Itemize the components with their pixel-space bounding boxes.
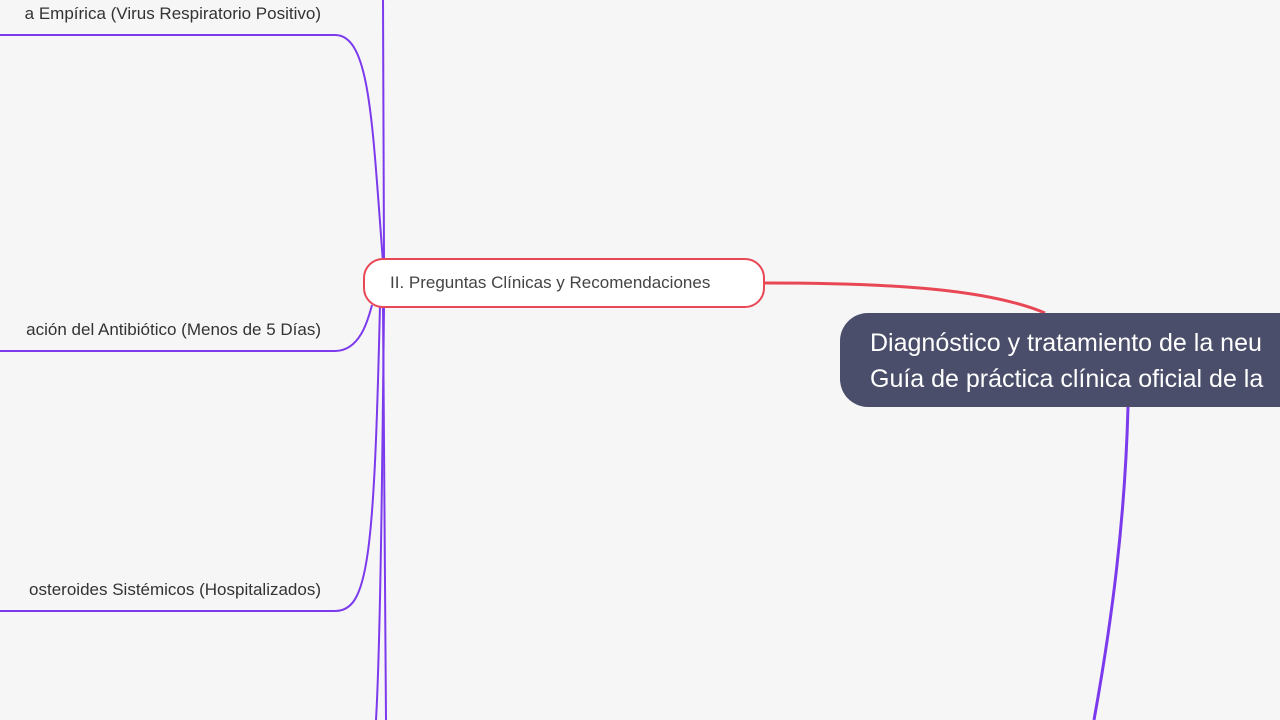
branch-node-label: II. Preguntas Clínicas y Recomendaciones: [390, 273, 711, 292]
connector-leaf-1: [0, 34, 384, 263]
connector-leaf-2: [0, 304, 373, 352]
leaf-node[interactable]: a Empírica (Virus Respiratorio Positivo): [24, 4, 321, 23]
root-title-line-1: Diagnóstico y tratamiento de la neu: [870, 329, 1262, 357]
connector-leaf-3: [0, 304, 381, 612]
root-title-line-2: Guía de práctica clínica oficial de la: [870, 365, 1264, 393]
connector-down-2: [375, 305, 385, 720]
root-node[interactable]: Diagnóstico y tratamiento de la neu Guía…: [840, 313, 1280, 407]
leaf-node[interactable]: ación del Antibiótico (Menos de 5 Días): [26, 320, 321, 339]
connector-vertical-up: [382, 0, 385, 261]
connector-root-down: [1092, 406, 1130, 720]
branch-node[interactable]: II. Preguntas Clínicas y Recomendaciones: [363, 258, 765, 308]
leaf-node[interactable]: osteroides Sistémicos (Hospitalizados): [29, 580, 321, 599]
connector-root-branch: [764, 281, 1046, 315]
